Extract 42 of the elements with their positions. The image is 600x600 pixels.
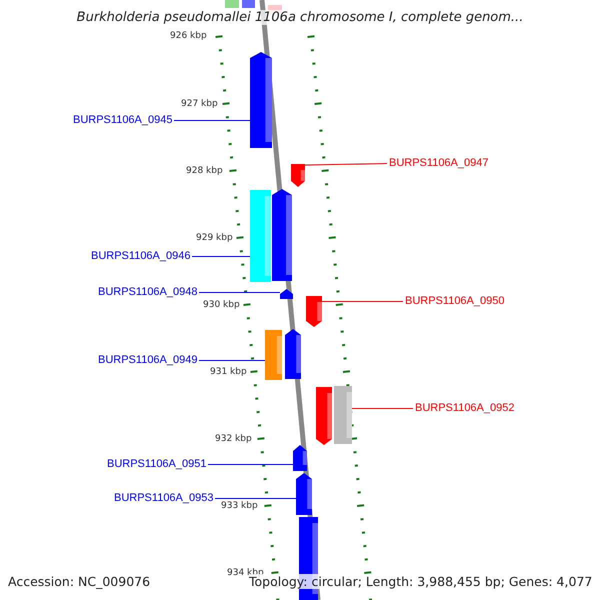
- gene-bar: [265, 330, 282, 380]
- gene-bar: [225, 0, 239, 8]
- gene-label: BURPS1106A_0951: [107, 458, 206, 471]
- leader-line: [208, 464, 294, 465]
- gene-feature: [272, 189, 292, 281]
- leader-line: [304, 163, 388, 166]
- gene-bar: [250, 190, 271, 282]
- gene-label: BURPS1106A_0947: [389, 157, 488, 170]
- leader-line: [352, 408, 414, 409]
- scale-label: 930 kbp: [203, 300, 240, 311]
- gene-feature: [291, 164, 305, 187]
- leader-line: [198, 292, 280, 293]
- scale-label: 932 kbp: [215, 434, 252, 445]
- leader-line: [214, 498, 296, 499]
- scale-label: 927 kbp: [181, 99, 218, 110]
- gene-feature: [296, 473, 312, 515]
- scale-label: 928 kbp: [186, 166, 223, 177]
- gene-label: BURPS1106A_0946: [91, 250, 190, 263]
- footer-text: Topology: circular; Length: 3,988,455 bp; Genes: 4,077: [249, 574, 592, 589]
- gene-feature: [285, 329, 301, 379]
- gene-label: BURPS1106A_0948: [98, 286, 198, 299]
- leader-line: [198, 360, 266, 361]
- leader-line: [192, 256, 250, 257]
- gene-label: BURPS1106A_0950: [405, 295, 504, 308]
- leader-line: [174, 120, 250, 121]
- gene-bar: [334, 386, 352, 444]
- scale-label: 933 kbp: [221, 501, 258, 512]
- scale-label: 926 kbp: [170, 31, 207, 42]
- gene-label: BURPS1106A_0953: [114, 492, 214, 505]
- gene-feature: [293, 445, 307, 471]
- gene-feature: [316, 387, 332, 445]
- gene-bar: [242, 0, 255, 8]
- footer-text: Accession: NC_009076: [8, 574, 150, 589]
- gene-feature: [306, 296, 322, 327]
- scale-label: 931 kbp: [210, 367, 247, 378]
- gene-label: BURPS1106A_0949: [98, 354, 198, 367]
- gene-feature: [280, 289, 293, 299]
- gene-label: BURPS1106A_0945: [73, 114, 172, 127]
- gene-feature: [250, 52, 272, 148]
- gene-label: BURPS1106A_0952: [415, 402, 514, 415]
- scale-label: 929 kbp: [196, 233, 233, 244]
- leader-line: [322, 301, 404, 302]
